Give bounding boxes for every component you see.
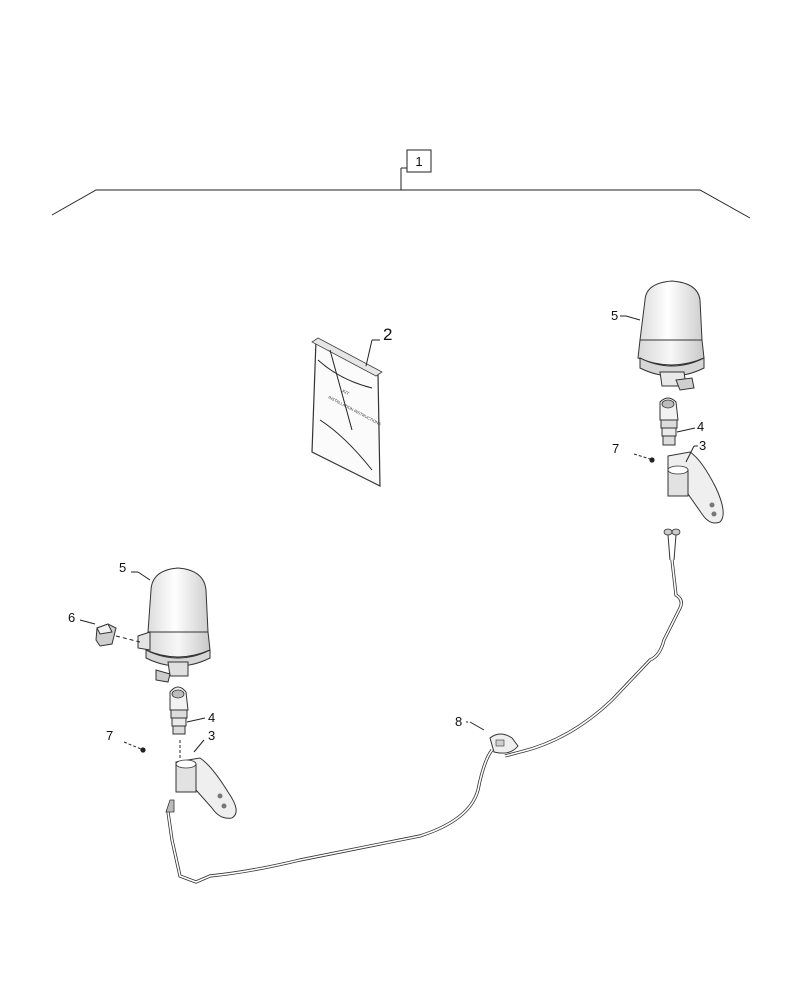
kit-callout-box — [406, 149, 432, 173]
beacon-left: 5 — [119, 560, 211, 683]
screw-left: 7 — [106, 728, 146, 753]
callout-7-left: 7 — [106, 728, 113, 743]
callout-4-right: 4 — [697, 419, 704, 434]
callout-3-right: 3 — [699, 438, 706, 453]
wire-harness: 8 — [165, 528, 683, 884]
cap: 6 — [68, 610, 141, 647]
adapter-right: 4 — [659, 397, 704, 446]
callout-2: 2 — [383, 325, 392, 344]
callout-1: 1 — [415, 154, 422, 169]
manual-title: KIT — [342, 388, 351, 396]
screw-right: 7 — [612, 441, 655, 463]
callout-5-left: 5 — [119, 560, 126, 575]
installation-manual: KIT INSTALLATION INSTRUCTIONS 2 — [311, 325, 392, 487]
callout-5-right: 5 — [611, 308, 618, 323]
callout-4-left: 4 — [208, 710, 215, 725]
callout-8: 8 — [455, 714, 462, 729]
kit-bracket: 1 — [51, 149, 751, 219]
bracket-right: 3 — [667, 438, 724, 524]
callout-7-right: 7 — [612, 441, 619, 456]
bracket-left: 3 — [175, 728, 237, 819]
adapter-left: 4 — [169, 686, 215, 735]
callout-3-left: 3 — [208, 728, 215, 743]
beacon-right: 5 — [611, 280, 705, 391]
callout-6: 6 — [68, 610, 75, 625]
